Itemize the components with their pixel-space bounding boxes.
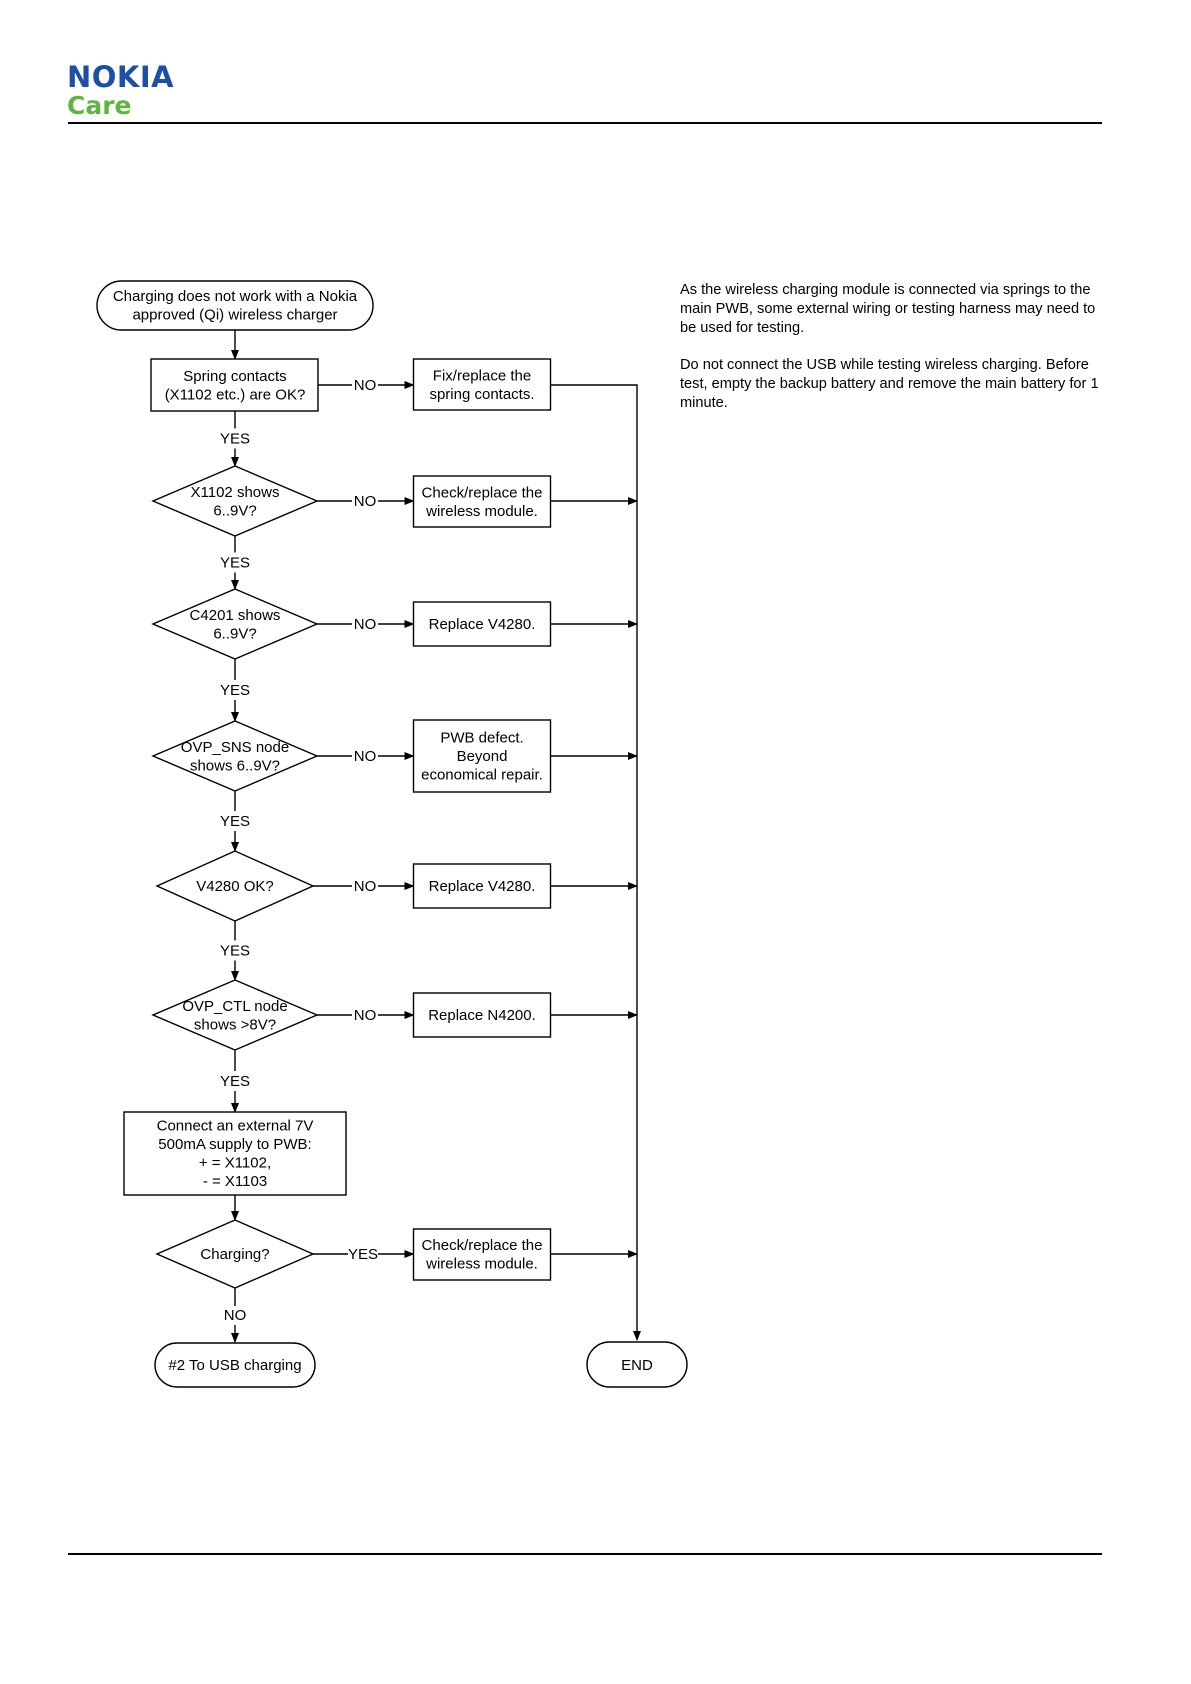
return-rail [550,384,641,1341]
decision-box [150,358,319,412]
action-label: Fix/replace the [433,367,531,384]
yes-label: YES [220,682,250,699]
action-box [412,358,552,411]
no-label: NO [354,377,377,394]
note-paragraph-1: As the wireless charging module is conne… [680,282,1096,336]
usb-charging-terminal [154,1342,316,1388]
no-label: NO [354,1007,377,1024]
external-supply-label: 500mA supply to PWB: [158,1136,311,1153]
decision-label: OVP_SNS node [181,739,289,756]
action-label: PWB defect. [440,730,523,747]
action-label: Replace V4280. [429,616,536,633]
action-label: Replace V4280. [429,878,536,895]
charging-label: Charging? [200,1246,269,1263]
action-box [412,992,552,1038]
decision-label: C4201 shows [190,607,281,624]
decision-label: V4280 OK? [196,878,274,895]
no-label: NO [224,1307,247,1324]
decision-diamond [151,979,319,1051]
yes-label: YES [220,813,250,830]
action-label: Check/replace the [422,1237,543,1254]
note-paragraph-2: Do not connect the USB while testing wir… [680,357,1099,411]
action-label: Check/replace the [422,484,543,501]
yes-label: YES [220,1073,250,1090]
decision-label: shows >8V? [194,1016,276,1033]
yes-label: YES [220,431,250,448]
action-label: spring contacts. [429,386,534,403]
no-label: NO [354,878,377,895]
decision-diamond [151,465,319,537]
decision-diamond [151,588,319,660]
action-label: Replace N4200. [428,1007,536,1024]
decision-diamond [151,720,319,792]
decision-label: 6..9V? [213,502,256,519]
decision-label: shows 6..9V? [190,757,280,774]
care-logo: Care [67,91,132,120]
action-label: Beyond [457,748,508,765]
header-rule [68,122,1102,124]
no-label: NO [354,493,377,510]
footer-rule [68,1553,1102,1555]
start-terminal-label: approved (Qi) wireless charger [132,306,337,323]
decision-label: 6..9V? [213,625,256,642]
action-label: economical repair. [421,767,543,784]
external-supply-label: - = X1103 [203,1173,267,1190]
action-box [412,601,552,647]
action-box [412,475,552,528]
decision-diamond [155,850,315,922]
yes-label: YES [348,1246,378,1263]
no-label: NO [354,748,377,765]
usb-terminal-label: #2 To USB charging [168,1357,301,1374]
decision-label: (X1102 etc.) are OK? [165,386,306,403]
external-supply-box [123,1111,347,1196]
decision-label: OVP_CTL node [182,998,287,1015]
charging-diamond [155,1219,315,1289]
yes-label: YES [220,943,250,960]
decision-label: X1102 shows [191,484,280,501]
action-label: wireless module. [425,503,538,520]
action-box [412,719,552,793]
action-box [412,1228,552,1281]
end-terminal [586,1341,688,1388]
notes: As the wireless charging module is conne… [680,281,1100,431]
nokia-logo: NOKIA [67,60,175,94]
no-label: NO [354,616,377,633]
start-terminal-label: Charging does not work with a Nokia [113,288,358,305]
action-label: wireless module. [425,1255,538,1272]
decision-label: Spring contacts [183,368,286,385]
external-supply-label: + = X1102, [199,1154,271,1171]
external-supply-label: Connect an external 7V [157,1117,314,1134]
end-terminal-label: END [621,1357,653,1374]
action-box [412,863,552,909]
start-terminal [96,280,374,331]
yes-label: YES [220,555,250,572]
